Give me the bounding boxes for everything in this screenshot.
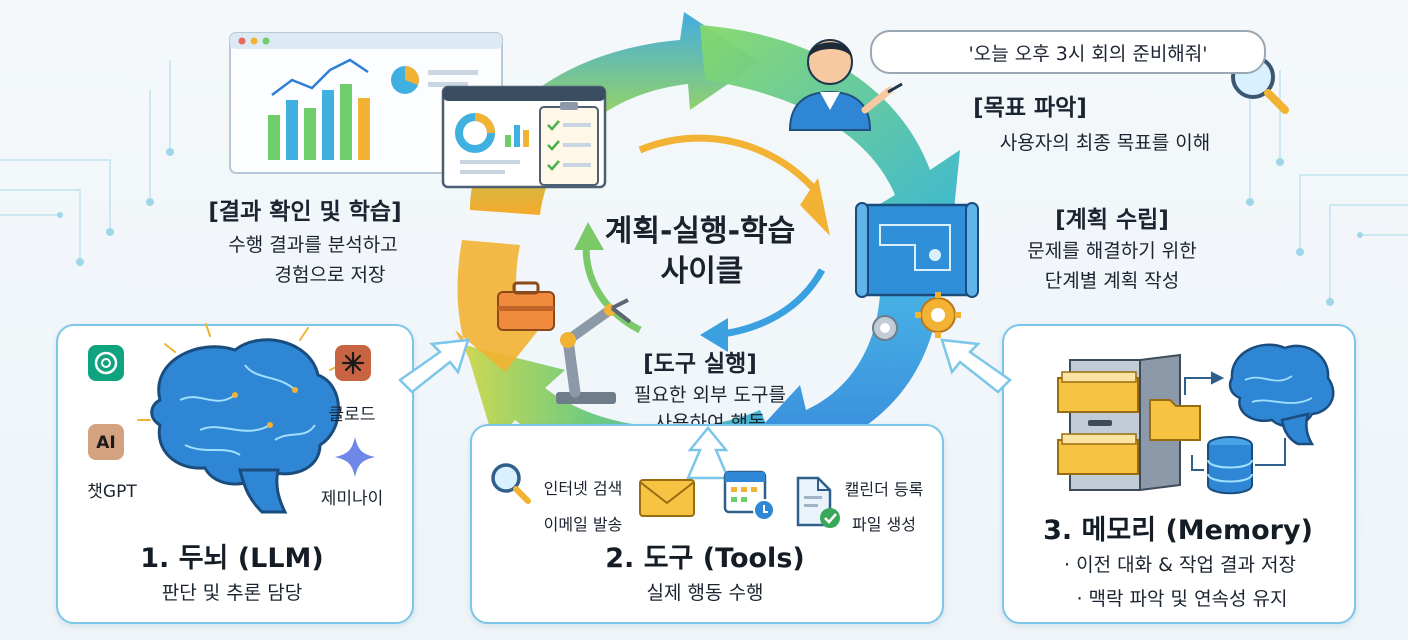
tool-email: 이메일 발송 xyxy=(543,515,623,534)
inner-arrow-left-head xyxy=(574,222,604,250)
memory-bullet-1: · 이전 대화 & 작업 결과 저장 xyxy=(1064,554,1296,576)
memory-brain-icon xyxy=(1228,343,1335,446)
connector-memory xyxy=(940,338,1012,394)
model-chatgpt: 챗GPT xyxy=(87,482,137,502)
memory-panel-title: 3. 메모리 (Memory) xyxy=(1043,515,1313,546)
gemini-star-icon xyxy=(335,437,375,477)
tools-panel-title: 2. 도구 (Tools) xyxy=(605,543,805,574)
step-goal-title: [목표 파악] xyxy=(973,95,1087,121)
blueprint-plan-icon xyxy=(855,202,979,298)
inner-arrow-top-head xyxy=(800,178,830,236)
brain-panel-title: 1. 두뇌 (LLM) xyxy=(140,543,324,574)
step-review-desc-2: 경험으로 저장 xyxy=(274,264,386,286)
search-icon xyxy=(491,463,531,504)
cycle-title-line2: 사이클 xyxy=(660,254,744,289)
report-window-icon xyxy=(441,85,607,189)
folder-icon xyxy=(1149,399,1201,441)
step-execute-desc-1: 필요한 외부 도구를 xyxy=(634,384,786,406)
mail-icon xyxy=(639,479,695,517)
tool-calendar: 캘린더 등록 xyxy=(844,480,924,499)
tool-file-create: 파일 생성 xyxy=(852,515,916,534)
chatgpt-logo-icon xyxy=(88,345,124,381)
model-claude: 클로드 xyxy=(328,405,376,425)
dashboard-chart-icon xyxy=(229,32,503,174)
arrow-right-upper xyxy=(700,25,960,250)
anthropic-logo-text: AI xyxy=(96,433,116,453)
step-execute-title: [도구 실행] xyxy=(643,351,757,377)
inner-arrow-bottom-head xyxy=(700,318,728,352)
toolbox-icon xyxy=(497,281,555,331)
step-goal-desc: 사용자의 최종 목표를 이해 xyxy=(999,132,1211,154)
cycle-title-line1: 계획-실행-학습 xyxy=(604,214,796,249)
claude-logo-icon xyxy=(335,345,371,381)
memory-flow-arrows xyxy=(1184,371,1286,471)
file-icon xyxy=(796,476,840,528)
inner-arrow-top xyxy=(638,134,818,193)
robot-arm-icon xyxy=(556,298,632,404)
speech-bubble-text: '오늘 오후 3시 회의 준비해줘' xyxy=(968,43,1208,65)
user-person-icon xyxy=(788,39,903,131)
step-review-desc-1: 수행 결과를 분석하고 xyxy=(228,234,398,256)
step-plan-title: [계획 수립] xyxy=(1055,207,1169,233)
brain-icon xyxy=(137,323,343,514)
speech-bubble xyxy=(870,30,1266,74)
inner-arrow-bottom xyxy=(714,268,826,339)
step-review-title: [결과 확인 및 학습] xyxy=(208,199,402,225)
tool-web-search: 인터넷 검색 xyxy=(543,479,623,498)
memory-bullet-2: · 맥락 파악 및 연속성 유지 xyxy=(1076,588,1288,610)
anthropic-logo-icon xyxy=(88,424,124,460)
calendar-icon xyxy=(723,470,775,521)
step-plan-desc-2: 단계별 계획 작성 xyxy=(1044,270,1180,292)
database-icon xyxy=(1207,436,1253,495)
file-cabinet-icon xyxy=(1057,353,1181,492)
step-plan-desc-1: 문제를 해결하기 위한 xyxy=(1027,240,1197,262)
connector-brain xyxy=(398,338,470,394)
model-gemini: 제미나이 xyxy=(320,489,384,509)
gear-icon xyxy=(872,292,961,341)
tools-panel-subtitle: 실제 행동 수행 xyxy=(646,582,764,604)
brain-panel-subtitle: 판단 및 추론 담당 xyxy=(161,582,303,604)
